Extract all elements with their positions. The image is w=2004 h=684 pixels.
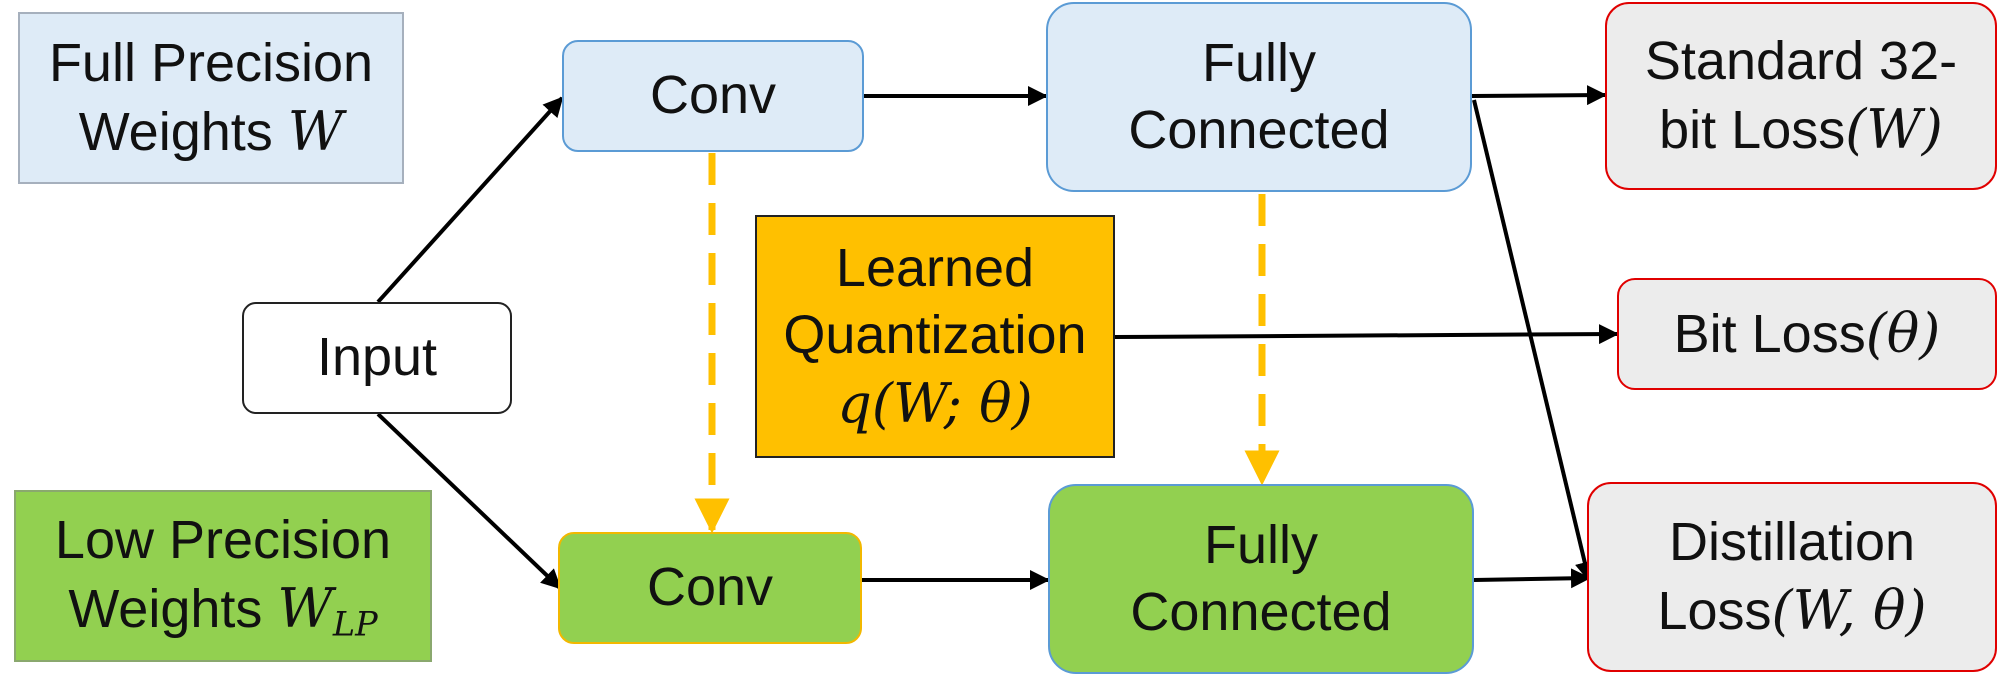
standard-loss-line1: Standard 32- xyxy=(1644,31,1958,91)
arrow-quantization-to-bit-loss xyxy=(1114,324,1619,345)
conv-low-precision-node: Conv xyxy=(558,532,862,644)
input-label: Input xyxy=(316,327,438,388)
legend-lp-symbol: W xyxy=(277,576,333,640)
learned-quantization-node: Learned Quantization q(W; θ) xyxy=(755,215,1115,458)
arrow-input-to-conv-bottom xyxy=(376,412,562,590)
low-precision-weights-legend: Low Precision Weights WLP xyxy=(14,490,432,662)
legend-lp-subscript: LP xyxy=(332,604,378,643)
arrow-fc-top-to-distillation-loss xyxy=(1472,99,1595,582)
legend-fp-line2-text: Weights xyxy=(78,101,288,162)
standard-loss-math: (W) xyxy=(1845,97,1943,161)
arrow-input-to-conv-top xyxy=(376,96,564,304)
distillation-loss-node: Distillation Loss(W, θ) xyxy=(1587,482,1997,672)
legend-fp-symbol: W xyxy=(287,99,344,163)
conv-bottom-label: Conv xyxy=(646,557,774,618)
fc-top-line2: Connected xyxy=(1128,100,1390,160)
distillation-loss-line2: Loss(W, θ) xyxy=(1657,577,1926,646)
full-precision-weights-legend: Full Precision Weights W xyxy=(18,12,404,184)
input-node: Input xyxy=(242,302,512,414)
distillation-loss-text: Loss xyxy=(1657,580,1772,641)
standard-loss-line2: bit Loss(W) xyxy=(1659,96,1943,165)
legend-fp-line1: Full Precision xyxy=(48,33,374,93)
fc-bottom-line2: Connected xyxy=(1130,582,1392,642)
bit-loss-text: Bit Loss xyxy=(1673,303,1866,364)
fully-connected-low-precision-node: Fully Connected xyxy=(1048,484,1474,674)
standard-loss-node: Standard 32- bit Loss(W) xyxy=(1605,2,1997,190)
fc-top-line1: Fully xyxy=(1201,32,1316,93)
fully-connected-full-precision-node: Fully Connected xyxy=(1046,2,1472,192)
distillation-loss-line1: Distillation xyxy=(1668,512,1916,572)
quantization-formula-args: (W; θ) xyxy=(871,371,1033,435)
arrow-fc-top-to-standard-loss xyxy=(1471,85,1607,106)
arrow-fc-bottom-to-distillation-loss xyxy=(1473,568,1591,589)
distillation-loss-math: (W, θ) xyxy=(1771,578,1927,642)
quantization-line1: Learned xyxy=(835,237,1035,298)
quantization-formula: q(W; θ) xyxy=(837,370,1032,439)
legend-fp-line2: Weights W xyxy=(79,98,344,167)
fc-bottom-line1: Fully xyxy=(1203,514,1318,575)
quantization-formula-fn: q xyxy=(837,371,872,435)
conv-top-label: Conv xyxy=(649,65,777,126)
legend-lp-line1: Low Precision xyxy=(54,510,392,571)
bit-loss-line: Bit Loss(θ) xyxy=(1674,300,1941,369)
conv-full-precision-node: Conv xyxy=(562,40,864,152)
legend-lp-line2: Weights WLP xyxy=(68,575,377,645)
legend-lp-line2-text: Weights xyxy=(68,578,278,639)
bit-loss-node: Bit Loss(θ) xyxy=(1617,278,1997,390)
standard-loss-text: bit Loss xyxy=(1659,99,1846,160)
quantization-line2: Quantization xyxy=(783,305,1087,366)
bit-loss-math: (θ) xyxy=(1865,301,1941,365)
